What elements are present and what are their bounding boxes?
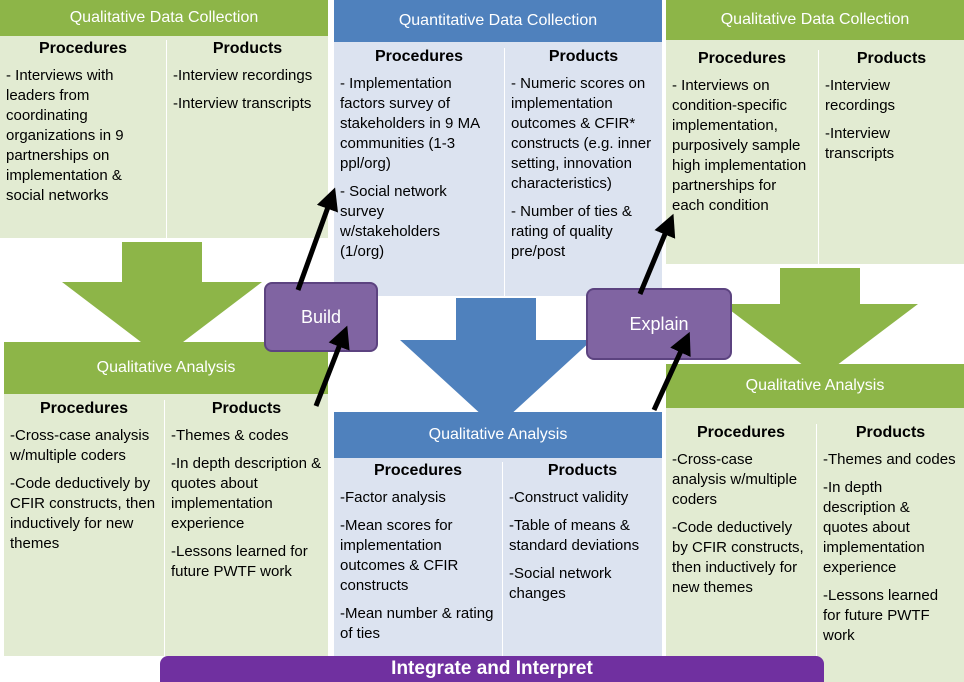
products-column: Products -Themes & codes -In depth descr…	[164, 400, 328, 656]
quant-analysis-box: Qualitative Analysis Procedures -Factor …	[334, 412, 662, 656]
products-heading: Products	[211, 400, 282, 417]
down-arrow-left	[62, 242, 262, 358]
box-body: Procedures - Implementation factors surv…	[334, 42, 662, 296]
list-item: -Cross-case analysis w/multiple coders	[10, 427, 150, 464]
list-item: -Interview transcripts	[173, 95, 312, 112]
list-item: -Code deductively by CFIR constructs, th…	[672, 519, 804, 596]
list-item: -Lessons learned for future PWTF work	[823, 587, 939, 644]
procedures-heading: Procedures	[38, 40, 128, 57]
list-item: -Themes & codes	[171, 427, 289, 444]
products-column: Products - Numeric scores on implementat…	[504, 48, 662, 296]
box-body: Procedures -Factor analysis -Mean scores…	[334, 458, 662, 656]
products-heading: Products	[855, 424, 926, 441]
list-item: -Mean scores for implementation outcomes…	[340, 517, 459, 594]
box-title: Qualitative Data Collection	[0, 0, 328, 36]
box-title: Quantitative Data Collection	[334, 0, 662, 42]
procedures-heading: Procedures	[697, 50, 787, 67]
procedures-heading: Procedures	[373, 462, 463, 479]
list-item: -Themes and codes	[823, 451, 956, 468]
qual-analysis-right-box: Qualitative Analysis Procedures -Cross-c…	[666, 364, 964, 682]
procedures-column: Procedures -Cross-case analysis w/multip…	[4, 400, 164, 562]
build-label: Build	[264, 282, 378, 352]
list-item: -Mean number & rating of ties	[340, 605, 494, 642]
list-item: -Lessons learned for future PWTF work	[171, 543, 308, 580]
procedures-column: Procedures - Interviews on condition-spe…	[666, 50, 818, 224]
procedures-heading: Procedures	[696, 424, 786, 441]
products-heading: Products	[212, 40, 283, 57]
procedures-heading: Procedures	[39, 400, 129, 417]
list-item: - Implementation factors survey of stake…	[340, 75, 480, 172]
list-item: - Interviews with leaders from coordinat…	[6, 67, 124, 204]
procedures-heading: Procedures	[374, 48, 464, 65]
list-item: - Interviews on condition-specific imple…	[672, 77, 807, 214]
list-item: -In depth description & quotes about imp…	[823, 479, 925, 576]
products-column: Products -Themes and codes -In depth des…	[816, 424, 964, 682]
list-item: -Interview recordings	[825, 77, 896, 114]
list-item: -Construct validity	[509, 489, 629, 506]
box-title: Qualitative Analysis	[334, 412, 662, 458]
qual-collection-right-box: Qualitative Data Collection Procedures -…	[666, 0, 964, 264]
list-item: -Interview recordings	[173, 67, 313, 84]
products-heading: Products	[547, 462, 618, 479]
box-body: Procedures - Interviews with leaders fro…	[0, 36, 328, 238]
down-arrow-center	[400, 298, 592, 428]
box-body: Procedures -Cross-case analysis w/multip…	[4, 394, 328, 656]
list-item: -Table of means & standard deviations	[509, 517, 640, 554]
procedures-column: Procedures - Interviews with leaders fro…	[0, 40, 166, 214]
procedures-column: Procedures -Factor analysis -Mean scores…	[334, 462, 502, 652]
list-item: -Interview transcripts	[825, 125, 895, 162]
box-body: Procedures -Cross-case analysis w/multip…	[666, 408, 964, 682]
list-item: - Number of ties & rating of quality pre…	[511, 203, 632, 260]
qual-collection-left-box: Qualitative Data Collection Procedures -…	[0, 0, 328, 238]
products-heading: Products	[548, 48, 619, 65]
products-column: Products -Construct validity -Table of m…	[502, 462, 662, 656]
list-item: -Code deductively by CFIR constructs, th…	[10, 475, 156, 552]
list-item: -In depth description & quotes about imp…	[171, 455, 322, 532]
list-item: -Social network changes	[509, 565, 612, 602]
products-column: Products -Interview recordings -Intervie…	[166, 40, 328, 238]
procedures-column: Procedures -Cross-case analysis w/multip…	[666, 424, 816, 606]
explain-label: Explain	[586, 288, 732, 360]
list-item: - Numeric scores on implementation outco…	[511, 75, 652, 192]
down-arrow-right	[722, 268, 918, 378]
products-heading: Products	[856, 50, 927, 67]
box-title: Qualitative Analysis	[666, 364, 964, 408]
list-item: -Factor analysis	[340, 489, 446, 506]
box-body: Procedures - Interviews on condition-spe…	[666, 40, 964, 264]
box-title: Qualitative Data Collection	[666, 0, 964, 40]
products-column: Products -Interview recordings -Intervie…	[818, 50, 964, 264]
qual-analysis-left-box: Qualitative Analysis Procedures -Cross-c…	[4, 342, 328, 656]
integrate-interpret-bar: Integrate and Interpret	[160, 656, 824, 682]
quant-collection-box: Quantitative Data Collection Procedures …	[334, 0, 662, 296]
list-item: - Social network survey w/stakeholders (…	[340, 183, 447, 260]
list-item: -Cross-case analysis w/multiple coders	[672, 451, 798, 508]
procedures-column: Procedures - Implementation factors surv…	[334, 48, 504, 270]
